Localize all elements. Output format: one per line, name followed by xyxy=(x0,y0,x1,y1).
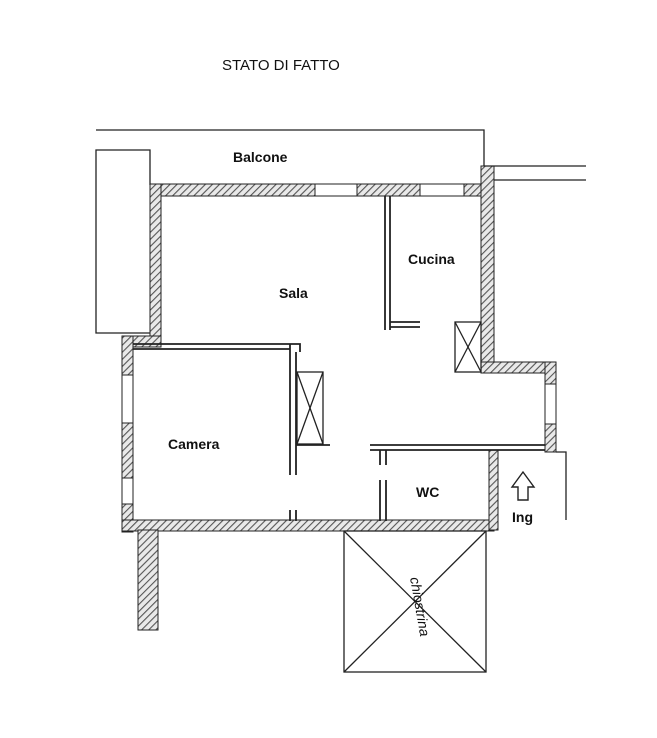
up-arrow-icon xyxy=(510,470,536,501)
cupboard-camera xyxy=(296,371,324,445)
chiostrina-light-well xyxy=(343,530,487,673)
room-label-camera: Camera xyxy=(168,436,220,452)
exterior-walls xyxy=(121,165,557,631)
cupboard-sala-right xyxy=(454,321,482,373)
room-label-sala: Sala xyxy=(279,285,308,301)
neighbour-outline xyxy=(484,165,586,520)
room-label-balcone: Balcone xyxy=(233,149,288,165)
room-label-wc: WC xyxy=(416,484,439,500)
balcony-outline-top xyxy=(96,129,485,186)
room-label-chiostrina: chiostrina xyxy=(407,576,433,638)
windows xyxy=(121,183,557,505)
room-label-cucina: Cucina xyxy=(408,251,455,267)
plan-title: STATO DI FATTO xyxy=(222,57,340,74)
interior-walls xyxy=(133,196,545,521)
balcony-outline xyxy=(95,149,151,334)
entrance-label: Ing xyxy=(512,509,533,525)
